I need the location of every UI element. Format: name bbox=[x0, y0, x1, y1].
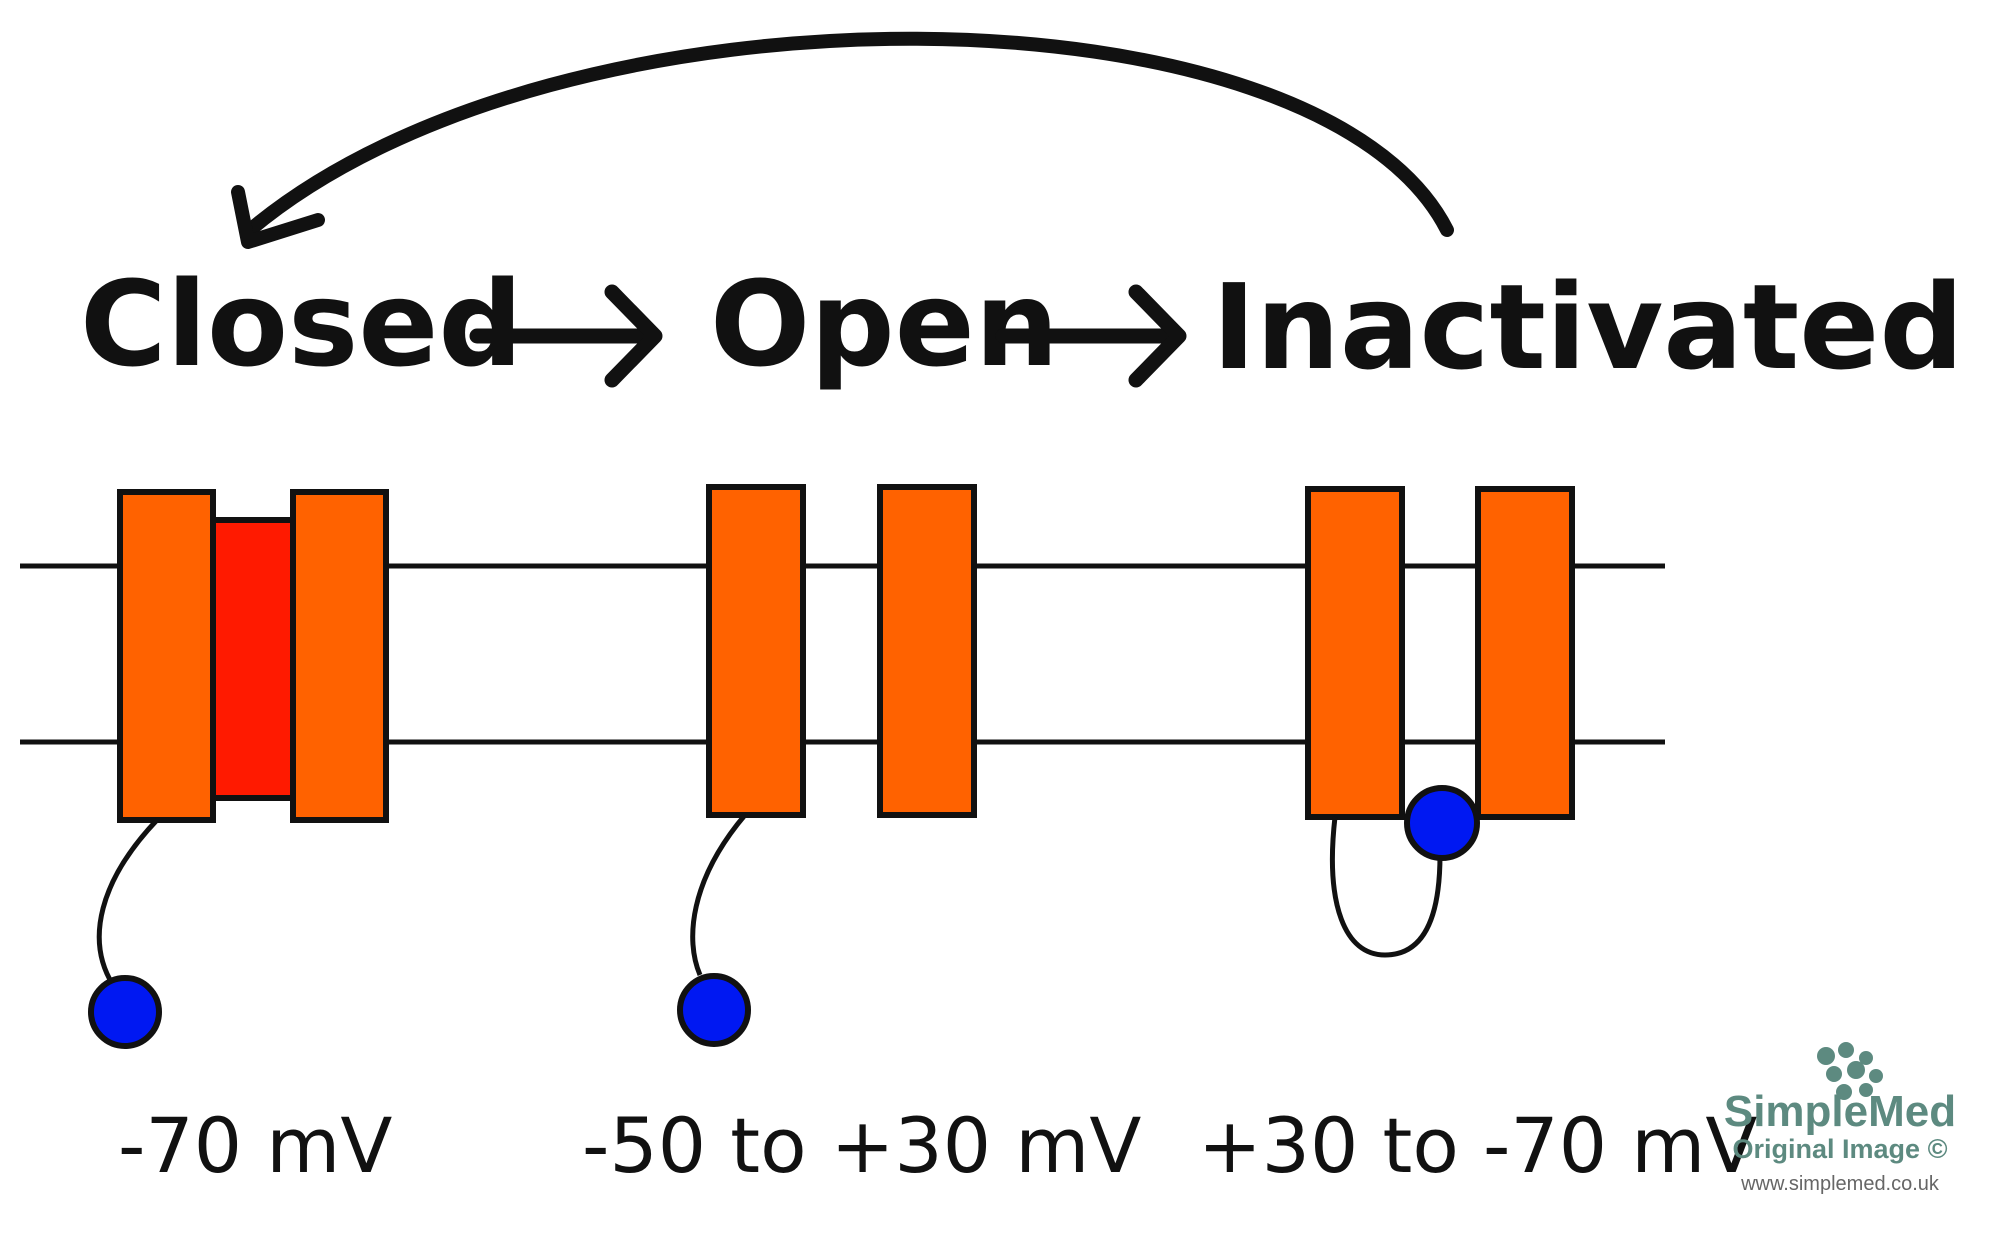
channel-open bbox=[677, 484, 977, 1047]
channel-subunit-right bbox=[290, 489, 389, 823]
simplemed-watermark: SimpleMed Original Image © www.simplemed… bbox=[1724, 1042, 1956, 1195]
watermark-url: www.simplemed.co.uk bbox=[1740, 1173, 1940, 1195]
state-label-open: Open bbox=[710, 255, 1059, 393]
channel-subunit-right bbox=[877, 484, 977, 818]
arrow-closed-to-open bbox=[469, 284, 663, 388]
simplemed-logo-icon bbox=[1817, 1042, 1883, 1100]
inactivation-ball bbox=[88, 975, 162, 1049]
inactivation-gate-tether bbox=[690, 813, 747, 976]
voltage-label-closed: -70 mV bbox=[118, 1101, 392, 1190]
arrow-open-to-inactivated bbox=[995, 284, 1187, 388]
state-label-inactivated: Inactivated bbox=[1212, 258, 1964, 396]
recovery-curved-arrow bbox=[243, 31, 1454, 237]
closed-gate-block bbox=[207, 517, 300, 801]
channel-inactivated bbox=[1305, 486, 1575, 958]
channel-subunit-left bbox=[1305, 486, 1405, 820]
channel-subunit-left bbox=[706, 484, 806, 818]
recovery-arrowhead bbox=[231, 185, 325, 249]
voltage-label-open: -50 to +30 mV bbox=[582, 1101, 1141, 1190]
watermark-subtitle: Original Image © bbox=[1733, 1134, 1948, 1164]
inactivation-ball bbox=[677, 973, 751, 1047]
channel-subunit-right bbox=[1475, 486, 1575, 820]
voltage-label-inactivated: +30 to -70 mV bbox=[1198, 1101, 1757, 1190]
inactivation-gate-tether bbox=[96, 818, 159, 987]
inactivation-gate-tether bbox=[1330, 816, 1443, 958]
state-label-closed: Closed bbox=[80, 255, 523, 393]
inactivation-ball bbox=[1404, 785, 1480, 861]
watermark-brand: SimpleMed bbox=[1724, 1087, 1956, 1136]
channel-subunit-left bbox=[117, 489, 216, 823]
channel-closed bbox=[88, 489, 389, 1049]
